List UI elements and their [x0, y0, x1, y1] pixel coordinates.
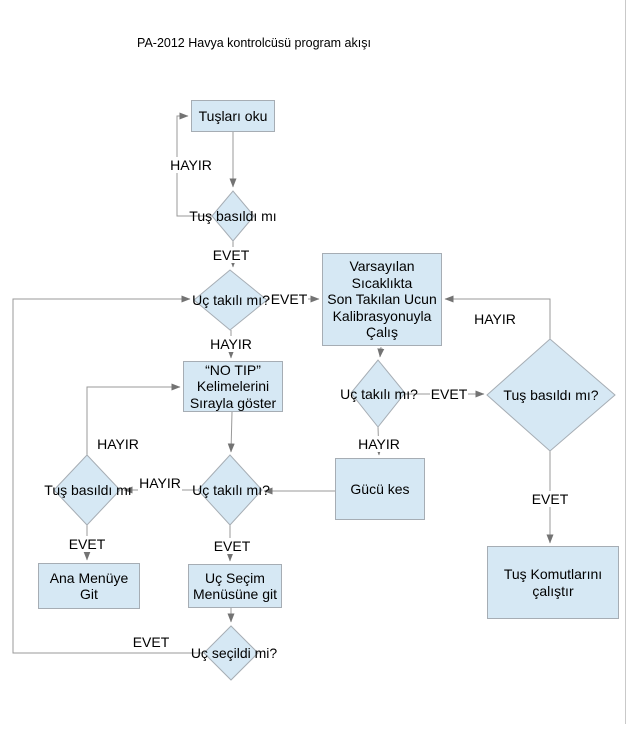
node-tip-attached-1-shape — [193, 269, 268, 331]
node-default-temp-line-5: Çalış — [366, 324, 398, 341]
node-read-keys: Tuşları oku — [191, 100, 275, 132]
edge-label-tip3-hayir: HAYIR — [138, 475, 182, 491]
node-run-key-commands-line-1: Tuş Komutlarını — [503, 566, 603, 582]
node-run-key-commands: Tuş Komutlarını çalıştır — [487, 546, 619, 619]
edge-label-right-hayir: HAYIR — [473, 311, 517, 327]
edge-label-selected-evet: EVET — [131, 634, 171, 650]
node-no-tip-display: “NO TIP” Kelimelerini Sırayla göster — [183, 361, 283, 412]
edge-keyleft-hayir — [86, 383, 181, 455]
node-power-off: Gücü kes — [335, 458, 425, 520]
node-read-keys-label: Tuşları oku — [198, 107, 268, 124]
edge-label-tip3-evet: EVET — [212, 538, 252, 554]
edge-label-keytop-evet: EVET — [211, 247, 251, 263]
edge-label-tip1-evet: EVET — [269, 291, 309, 307]
node-tip-select-menu-line-2: Menüsüne git — [192, 586, 278, 602]
edge-label-left-up-hayir: HAYIR — [96, 436, 140, 452]
node-tip-selected-shape — [203, 625, 259, 681]
node-tip-select-menu: Uç Seçim Menüsüne git — [188, 564, 282, 608]
edge-default-to-tip2 — [377, 346, 385, 358]
node-key-pressed-right-label: Tuş basıldı mı? — [503, 387, 599, 403]
node-tip-selected-label: Uç seçildi mi? — [190, 645, 278, 661]
node-default-temp-line-3: Son Takılan Ucun — [327, 291, 437, 308]
node-main-menu-line-1: Ana Menüye — [49, 569, 129, 586]
page-right-edge — [625, 0, 626, 724]
node-key-pressed-right-shape — [486, 338, 616, 452]
node-no-tip-line-3: Sırayla göster — [189, 394, 277, 411]
node-default-temp-line-1: Varsayılan — [349, 258, 415, 275]
node-run-key-commands-line-2: çalıştır — [532, 582, 574, 599]
edge-label-tip1-hayir: HAYIR — [209, 336, 253, 352]
node-main-menu: Ana Menüye Git — [38, 563, 140, 609]
node-default-temp-line-4: Kalibrasyonuyla — [332, 307, 432, 324]
decision-shapes — [53, 190, 616, 681]
node-main-menu-line-2: Git — [80, 586, 98, 602]
node-key-pressed-left-shape — [53, 454, 121, 526]
node-tip-attached-2-label: Uç takılı mı? — [340, 386, 418, 402]
diagram-title: PA-2012 Havya kontrolcüsü program akışı — [137, 36, 371, 50]
edge-label-right-evet: EVET — [530, 491, 570, 507]
node-key-pressed-left-label: Tuş basıldı mı — [44, 482, 132, 498]
node-tip-attached-3-label: Uç takılı mı? — [192, 482, 270, 498]
edge-label-tip2-evet: EVET — [429, 386, 469, 402]
edge-label-loop-hayir: HAYIR — [169, 157, 213, 173]
edge-notip-to-tip3 — [227, 411, 235, 453]
node-default-temp-calibration: Varsayılan Sıcaklıkta Son Takılan Ucun K… — [322, 253, 442, 346]
node-no-tip-line-1: “NO TIP” — [205, 361, 261, 378]
node-tip-attached-1-label: Uç takılı mı? — [192, 292, 270, 308]
edge-keyright-hayir — [444, 295, 551, 339]
node-no-tip-line-2: Kelimelerini — [196, 378, 270, 395]
node-tip-select-menu-line-1: Uç Seçim — [205, 569, 265, 586]
edge-label-tip2-hayir: HAYIR — [357, 436, 401, 452]
node-tip-attached-3-shape — [197, 454, 263, 526]
edge-label-left-evet: EVET — [67, 536, 107, 552]
edge-selected-evet-feedback — [12, 295, 204, 654]
node-key-pressed-top-label: Tuş basıldı mı — [189, 208, 277, 224]
node-default-temp-line-2: Sıcaklıkta — [351, 274, 413, 291]
node-power-off-label: Gücü kes — [350, 480, 410, 497]
node-tip-attached-2-shape — [350, 359, 406, 428]
node-key-pressed-top-shape — [211, 190, 255, 242]
